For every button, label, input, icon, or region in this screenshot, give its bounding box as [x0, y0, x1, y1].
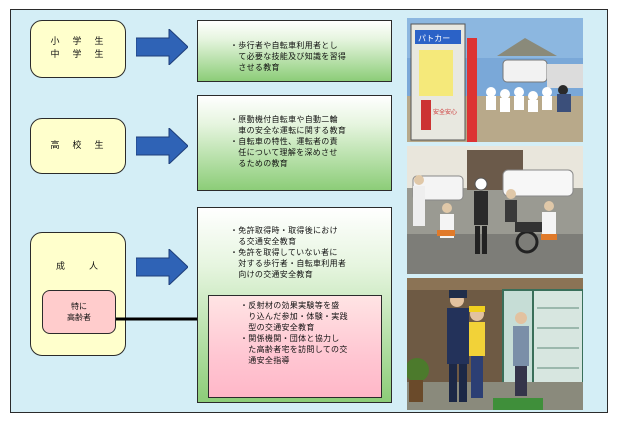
- sign-text: パトカー: [418, 34, 450, 43]
- arrow-elementary: [136, 29, 188, 65]
- photo-home-visit: [407, 278, 583, 410]
- sign-text-2: 安全安心: [433, 108, 457, 116]
- group-label-elementary-middle: 小 学 生 中 学 生: [50, 37, 106, 60]
- content-box-high-school: [197, 95, 392, 191]
- group-elementary-middle: 小 学 生 中 学 生: [30, 20, 126, 78]
- group-label-adult: 成 人: [55, 262, 100, 272]
- content-text-high-school: ・原動機付自転車や自動二輪 車の安全な運転に関する教育 ・自転車の特性、運転者の…: [230, 115, 347, 168]
- photo-children-class: パトカー 安全安心: [407, 18, 583, 142]
- arrow-high-school: [136, 128, 188, 164]
- content-text-elementary: ・歩行者や自転車利用者とし て必要な技能及び知識を習得 させる教育: [230, 41, 347, 72]
- content-text-elderly: ・反射材の効果実験等を盛 り込んだ参加・体験・実践 型の交通安全教育 ・関係機関…: [240, 301, 348, 365]
- group-label-elderly: 特に 高齢者: [67, 302, 91, 322]
- photo-motorcycle-instruction: [407, 146, 583, 274]
- group-elderly: 特に 高齢者: [42, 290, 116, 334]
- arrow-elderly: [116, 313, 210, 325]
- arrow-adult: [136, 249, 188, 285]
- content-box-elementary: [197, 20, 392, 82]
- content-box-elderly: [208, 295, 382, 398]
- content-text-adult: ・免許取得時・取得後におけ る交通安全教育 ・免許を取得していない者に 対する歩…: [230, 226, 347, 279]
- group-label-high-school: 高 校 生: [50, 140, 106, 151]
- group-high-school: 高 校 生: [30, 118, 126, 174]
